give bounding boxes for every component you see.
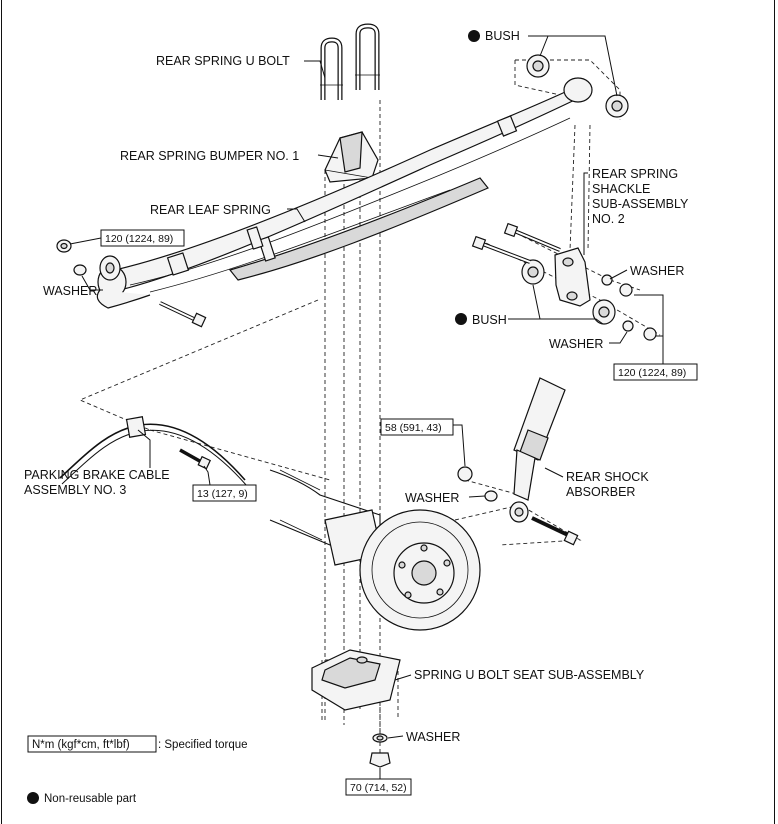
legend: N*m (kgf*cm, ft*lbf) : Specified torque … bbox=[27, 735, 248, 805]
leaf-spring-part bbox=[96, 77, 593, 309]
torque-bottom-value: 70 (714, 52) bbox=[350, 782, 407, 794]
label-washer-bottom: WASHER bbox=[406, 730, 460, 744]
label-washer-shock: WASHER bbox=[405, 491, 459, 505]
front-eye-bush-part bbox=[99, 255, 121, 281]
front-bolt-part bbox=[159, 301, 207, 328]
torque-shock-value: 58 (591, 43) bbox=[385, 422, 442, 434]
legend-nonreusable-bullet-icon bbox=[27, 792, 39, 804]
legend-torque-box-text: N*m (kgf*cm, ft*lbf) bbox=[32, 739, 130, 751]
shackle-assembly-part bbox=[471, 222, 657, 341]
label-bush-mid: BUSH bbox=[472, 313, 507, 327]
rear-bush-top-part bbox=[526, 54, 629, 118]
parking-brake-cable-part bbox=[59, 416, 248, 487]
torque-box-cable: 13 (127, 9) bbox=[192, 484, 257, 502]
left-washer-nut-part bbox=[56, 239, 87, 276]
nonreusable-bullet-mid-icon bbox=[455, 313, 467, 325]
nonreusable-bullet-top-icon bbox=[468, 30, 480, 42]
spring-bumper-part bbox=[324, 131, 379, 183]
label-shock-line1: REAR SHOCK bbox=[566, 470, 649, 484]
label-parking-line1: PARKING BRAKE CABLE bbox=[24, 468, 170, 482]
label-shackle-line2: SHACKLE bbox=[592, 182, 650, 196]
axle-drum-part bbox=[269, 469, 481, 631]
torque-box-left: 120 (1224, 89) bbox=[100, 229, 185, 247]
label-washer-left: WASHER bbox=[43, 284, 97, 298]
label-shackle-line1: REAR SPRING bbox=[592, 167, 678, 181]
u-bolt-seat-part bbox=[311, 649, 401, 711]
label-seat: SPRING U BOLT SEAT SUB-ASSEMBLY bbox=[414, 668, 645, 682]
label-bumper: REAR SPRING BUMPER NO. 1 bbox=[120, 149, 299, 163]
torque-box-right: 120 (1224, 89) bbox=[613, 363, 698, 381]
u-bolt-part bbox=[320, 23, 380, 100]
label-parking-line2: ASSEMBLY NO. 3 bbox=[24, 483, 126, 497]
torque-box-shock: 58 (591, 43) bbox=[380, 418, 454, 436]
shock-absorber-part bbox=[457, 377, 579, 546]
label-washer-right-bottom: WASHER bbox=[549, 337, 603, 351]
torque-box-bottom: 70 (714, 52) bbox=[345, 778, 412, 796]
label-washer-right-top: WASHER bbox=[630, 264, 684, 278]
label-leaf-spring: REAR LEAF SPRING bbox=[150, 203, 271, 217]
torque-right-value: 120 (1224, 89) bbox=[618, 367, 686, 379]
torque-cable-value: 13 (127, 9) bbox=[197, 488, 248, 500]
label-shock-line2: ABSORBER bbox=[566, 485, 635, 499]
legend-torque-text: : Specified torque bbox=[158, 739, 248, 751]
bottom-washer-nut-part bbox=[369, 733, 391, 768]
label-u-bolt: REAR SPRING U BOLT bbox=[156, 54, 290, 68]
label-shackle-line4: NO. 2 bbox=[592, 212, 625, 226]
leader-lines bbox=[69, 35, 664, 779]
torque-left-value: 120 (1224, 89) bbox=[105, 233, 173, 245]
legend-nonreusable-text: Non-reusable part bbox=[44, 793, 137, 805]
label-bush-top: BUSH bbox=[485, 29, 520, 43]
label-shackle-line3: SUB-ASSEMBLY bbox=[592, 197, 689, 211]
